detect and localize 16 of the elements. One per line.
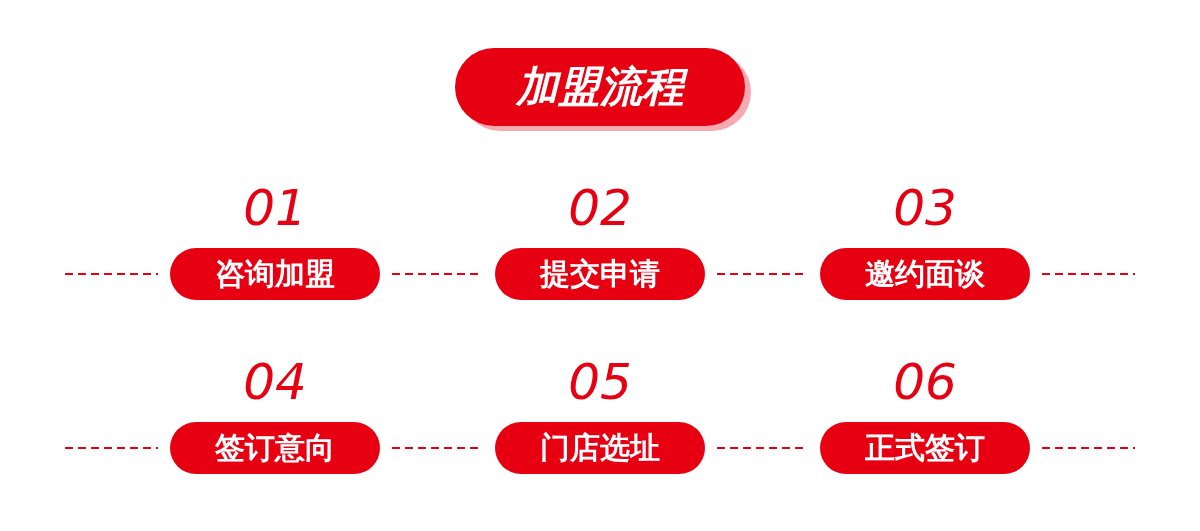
step-pill: 邀约面谈 xyxy=(820,248,1030,300)
step-pill: 咨询加盟 xyxy=(170,248,380,300)
step-number: 04 xyxy=(242,354,308,410)
dashed-connector xyxy=(64,447,159,449)
step-pill: 正式签订 xyxy=(820,422,1030,474)
step-number: 02 xyxy=(567,180,633,236)
dashed-connector xyxy=(64,273,159,275)
step-number: 01 xyxy=(242,180,308,236)
step-number: 06 xyxy=(892,354,958,410)
step-pill: 提交申请 xyxy=(495,248,705,300)
step-number: 03 xyxy=(892,180,958,236)
dashed-connector xyxy=(1041,273,1136,275)
step-pill: 门店选址 xyxy=(495,422,705,474)
step-number: 05 xyxy=(567,354,633,410)
dashed-connector xyxy=(1041,447,1136,449)
step-pill: 签订意向 xyxy=(170,422,380,474)
